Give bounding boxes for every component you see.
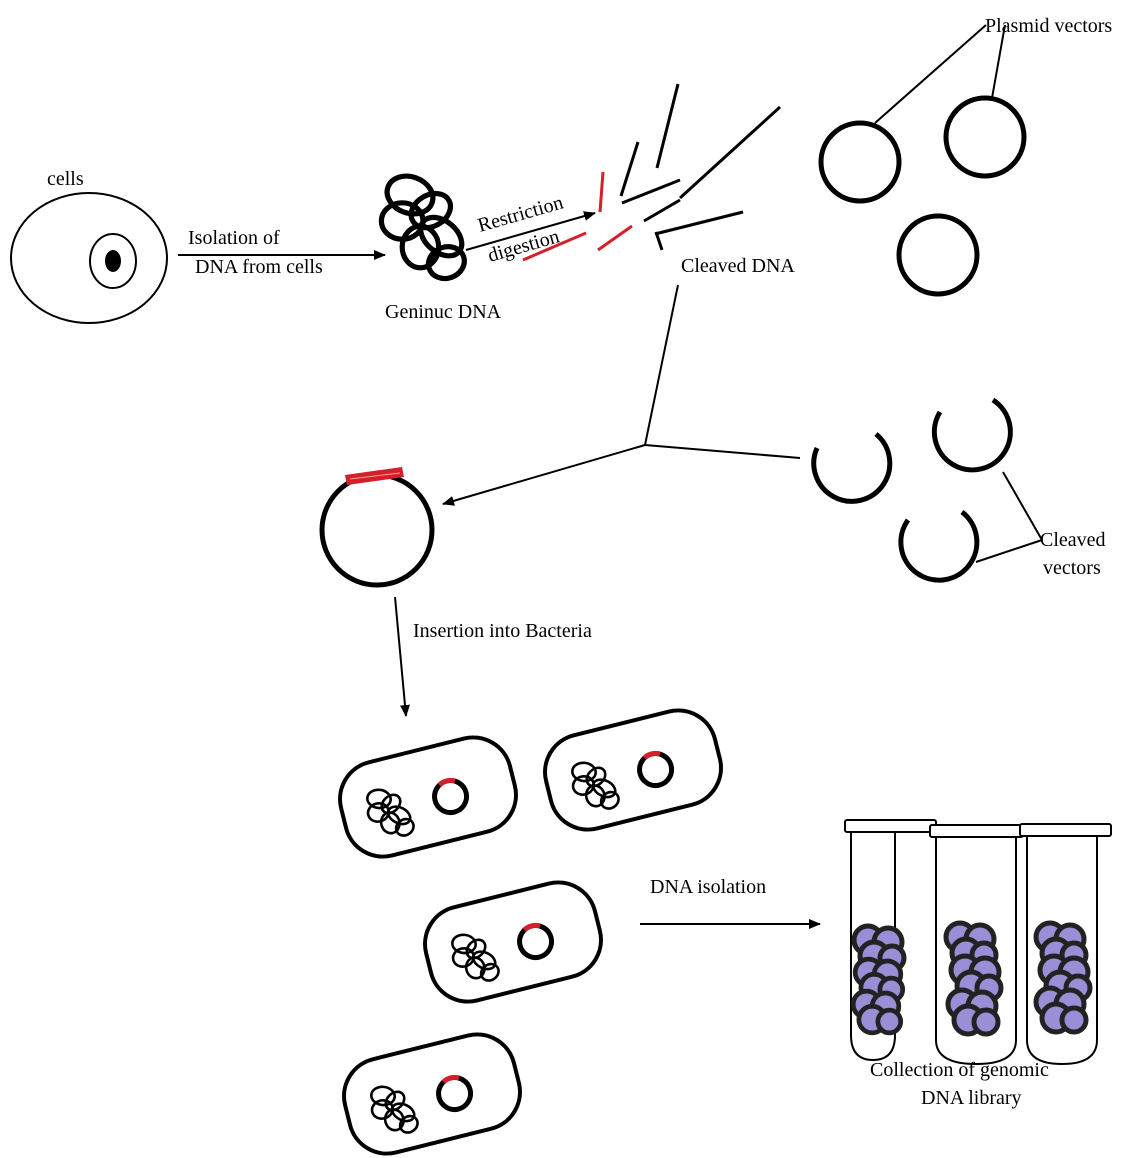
- collection-label-line1: Collection of genomic: [870, 1059, 1049, 1081]
- plasmid-vectors-label: Plasmid vectors: [985, 15, 1112, 37]
- dna-isolation-label: DNA isolation: [650, 876, 766, 898]
- insertion-arrow: [394, 596, 410, 717]
- cleaved-vectors-leader-2: [975, 539, 1043, 563]
- cleaved-dna-fragments: [597, 83, 782, 252]
- restriction-arrow: [465, 211, 596, 251]
- genomic-dna-label: Geninuc DNA: [385, 301, 502, 323]
- cleaved-dna-join-line: [644, 284, 679, 446]
- isolation-label-line1: Isolation of: [188, 227, 280, 249]
- bacterium-2: [543, 708, 723, 832]
- cleaved-vectors-label-line2: vectors: [1043, 557, 1101, 579]
- recombinant-plasmid: [319, 467, 435, 588]
- test-tube-2: [929, 824, 1024, 1066]
- cell-membrane: [10, 192, 168, 324]
- plasmid-leader-1: [874, 24, 987, 124]
- cell: [10, 192, 168, 324]
- ligation-arrow: [442, 444, 646, 506]
- cleaved-vectors-label-line1: Cleaved: [1040, 529, 1106, 551]
- insertion-label: Insertion into Bacteria: [413, 620, 592, 642]
- red-fragment-underline: [522, 231, 587, 262]
- test-tube-1: [844, 819, 937, 1062]
- collection-label-line2: DNA library: [921, 1087, 1022, 1109]
- bacterium-1: [338, 735, 518, 859]
- genomic-dna-tangle: [381, 170, 469, 284]
- cleaved-dna-label: Cleaved DNA: [681, 255, 795, 277]
- cleaved-vectors-leader-1: [1002, 471, 1043, 541]
- bacterium-3: [423, 880, 603, 1004]
- nucleolus: [105, 250, 121, 272]
- isolation-label-line2: DNA from cells: [195, 256, 323, 278]
- cleaved-vectors-join-line: [644, 444, 801, 459]
- bacterium-4: [342, 1032, 522, 1156]
- cleaved-vectors: [811, 397, 1013, 583]
- test-tube-3: [1019, 823, 1112, 1066]
- plasmid-leader-2: [991, 24, 1006, 99]
- plasmid-vectors: [818, 95, 1027, 297]
- cells-label: cells: [47, 168, 84, 190]
- cell-nucleus: [89, 233, 137, 289]
